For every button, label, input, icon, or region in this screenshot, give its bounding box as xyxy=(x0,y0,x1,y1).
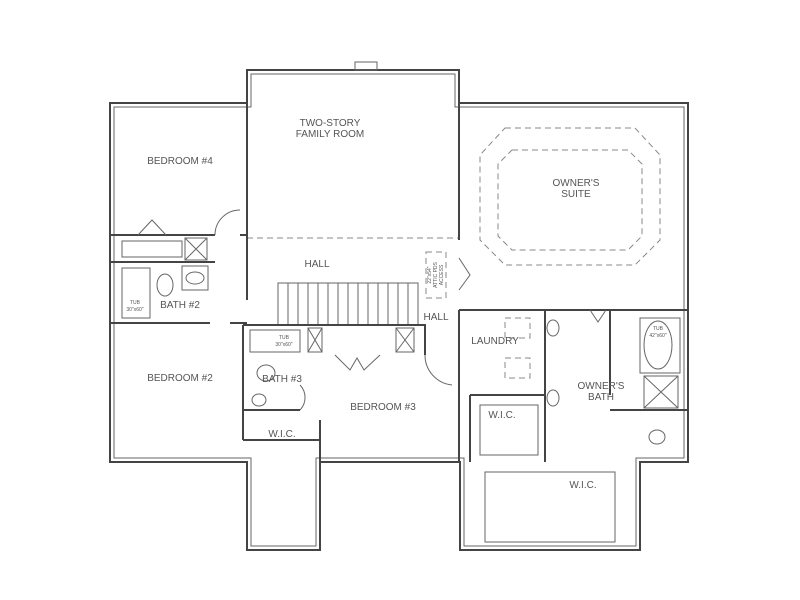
label-tub-owner-1: TUB xyxy=(653,326,664,332)
label-hall-lower: HALL xyxy=(423,312,448,323)
label-bedroom-3: BEDROOM #3 xyxy=(350,402,416,413)
label-wic-mid: W.I.C. xyxy=(488,410,515,421)
label-wic-left: W.I.C. xyxy=(268,429,295,440)
label-bedroom-4: BEDROOM #4 xyxy=(147,156,213,167)
label-attic-2: ATTIC PDS xyxy=(433,261,439,287)
label-wic-owner: W.I.C. xyxy=(569,480,596,491)
label-tub-owner-2: 42"x60" xyxy=(649,333,666,339)
label-family-room-1: TWO-STORY xyxy=(300,118,361,129)
label-attic-3: ACCESS xyxy=(439,264,445,285)
label-family-room-2: FAMILY ROOM xyxy=(296,129,365,140)
label-bath-2: BATH #2 xyxy=(160,300,200,311)
label-owners-suite-1: OWNER'S xyxy=(553,178,600,189)
label-bath-3: BATH #3 xyxy=(262,374,302,385)
label-laundry: LAUNDRY xyxy=(471,336,519,347)
label-hall-upper: HALL xyxy=(304,259,329,270)
label-tub-bath3-2: 30"x60" xyxy=(275,342,292,348)
label-tub-bath2-2: 30"x60" xyxy=(126,307,143,313)
label-attic-1: 22"x54" xyxy=(427,266,433,283)
label-owners-bath-2: BATH xyxy=(588,392,614,403)
label-bedroom-2: BEDROOM #2 xyxy=(147,373,213,384)
label-tub-bath2-1: TUB xyxy=(130,300,141,306)
label-owners-suite-2: SUITE xyxy=(561,189,591,200)
label-owners-bath-1: OWNER'S xyxy=(578,381,625,392)
label-tub-bath3-1: TUB xyxy=(279,335,290,341)
